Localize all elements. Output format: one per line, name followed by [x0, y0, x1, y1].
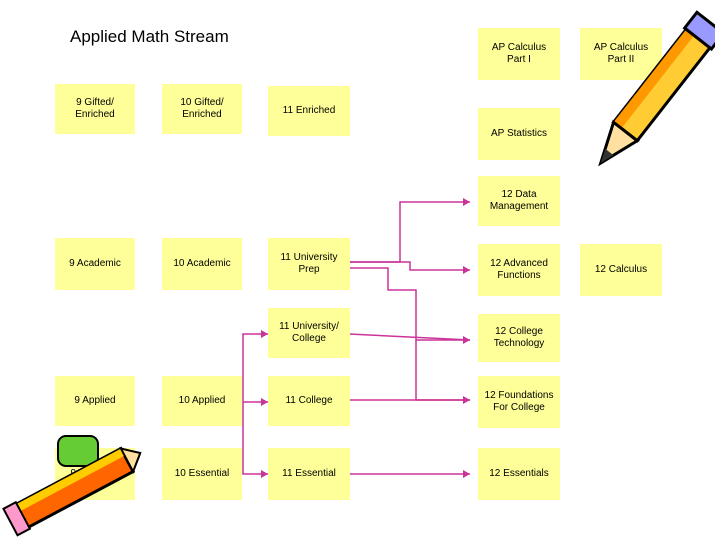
grade11-enriched: 11 Enriched: [268, 86, 350, 136]
connector-univprep-tech: [349, 267, 470, 341]
ap-calculus-part1: AP Calculus Part I: [478, 28, 560, 80]
page-title: Applied Math Stream: [70, 27, 229, 46]
grade11-university-prep: 11 University Prep: [268, 238, 350, 290]
pencil-icon: [2, 435, 142, 537]
connector-univprep-advfunc: [349, 261, 470, 271]
grade12-advanced-functions: 12 Advanced Functions: [478, 244, 560, 296]
ap-statistics: AP Statistics: [478, 108, 560, 160]
grade10-gifted: 10 Gifted/ Enriched: [162, 84, 242, 134]
grade12-essentials: 12 Essentials: [478, 448, 560, 500]
grade12-calculus: 12 Calculus: [580, 244, 662, 296]
connector-univprep-data: [349, 201, 470, 263]
grade11-college: 11 College: [268, 376, 350, 426]
connector-applied-univcollege: [242, 333, 268, 402]
pencil-icon: [598, 10, 715, 167]
grade11-essential: 11 Essential: [268, 448, 350, 500]
grade9-applied: 9 Applied: [55, 376, 135, 426]
grade10-academic: 10 Academic: [162, 238, 242, 290]
connector-univcollege-tech: [348, 333, 471, 341]
grade9-academic: 9 Academic: [55, 238, 135, 290]
ap-calculus-part2: AP Calculus Part II: [580, 28, 662, 80]
connector-applied-essential: [242, 402, 268, 475]
grade12-data-management: 12 Data Management: [478, 176, 560, 226]
grade11-university-college: 11 University/ College: [268, 308, 350, 358]
grade10-applied: 10 Applied: [162, 376, 242, 426]
grade9-gifted: 9 Gifted/ Enriched: [55, 84, 135, 134]
grade12-foundations-college: 12 Foundations For College: [478, 376, 560, 428]
connector-univcollege-found: [415, 340, 470, 401]
grade12-college-technology: 12 College Technology: [478, 314, 560, 362]
grade10-essential: 10 Essential: [162, 448, 242, 500]
